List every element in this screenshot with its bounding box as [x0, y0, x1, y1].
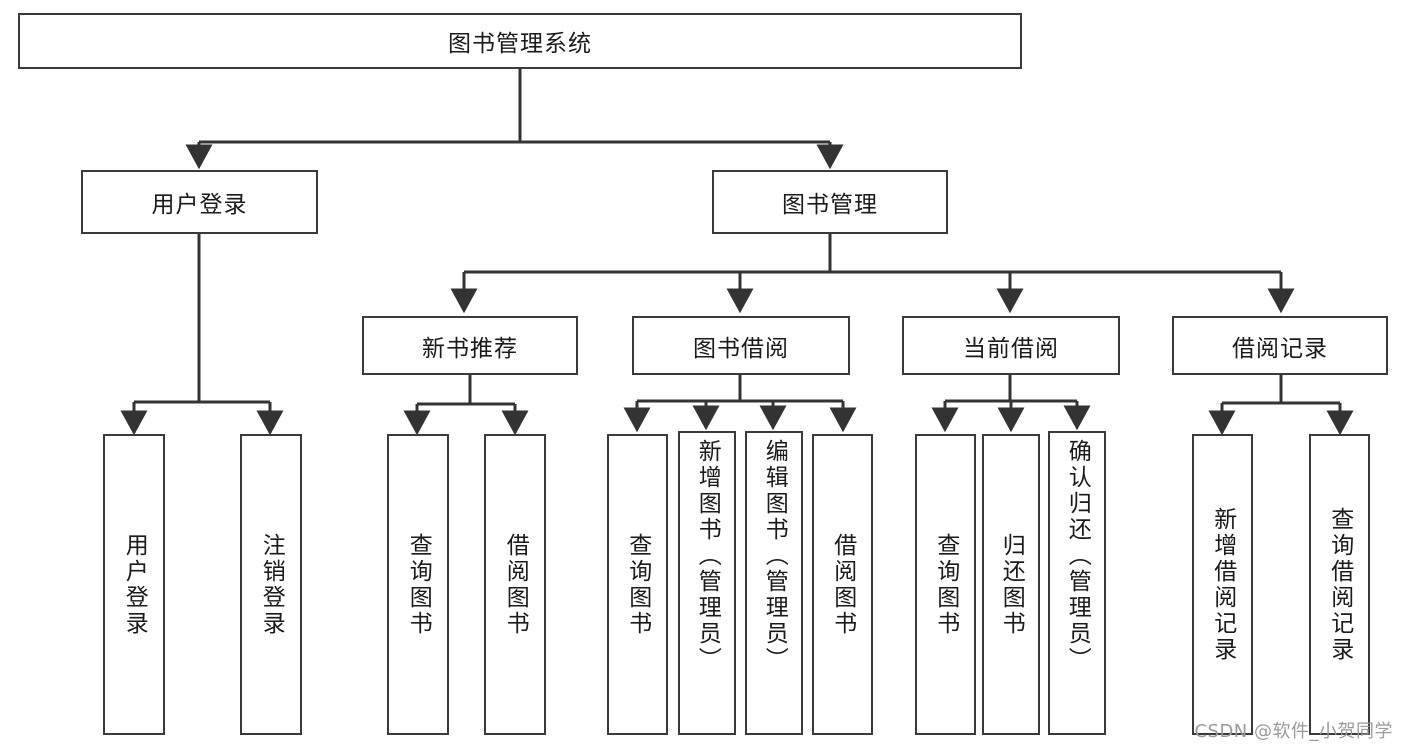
leaf-query-borrow-record-label: 查询借阅记录 — [1326, 506, 1353, 663]
leaf-add-borrow-record[interactable]: 新增借阅记录 — [1192, 434, 1253, 735]
node-borrow-record-label: 借阅记录 — [1232, 335, 1328, 362]
leaf-return-book-label: 归还图书 — [998, 532, 1025, 637]
leaf-query-book-current[interactable]: 查询图书 — [915, 434, 976, 735]
leaf-query-book-recommend-label: 查询图书 — [405, 532, 432, 637]
leaf-logout-login-label: 注销登录 — [258, 532, 285, 637]
leaf-return-book[interactable]: 归还图书 — [982, 434, 1040, 735]
leaf-query-book-borrow[interactable]: 查询图书 — [607, 434, 668, 735]
leaf-query-borrow-record[interactable]: 查询借阅记录 — [1309, 434, 1370, 735]
node-user-login[interactable]: 用户登录 — [81, 170, 318, 234]
leaf-confirm-return-admin[interactable]: 确认归还（管理员） — [1048, 431, 1106, 735]
leaf-user-login-label: 用户登录 — [121, 532, 148, 637]
leaf-add-borrow-record-label: 新增借阅记录 — [1209, 506, 1236, 663]
node-book-manage-label: 图书管理 — [782, 192, 878, 218]
leaf-query-book-recommend[interactable]: 查询图书 — [387, 434, 449, 735]
node-current-borrow[interactable]: 当前借阅 — [902, 316, 1120, 375]
node-current-borrow-label: 当前借阅 — [963, 335, 1059, 362]
leaf-add-book-admin-label: 新增图书（管理员） — [694, 439, 721, 673]
leaf-user-login[interactable]: 用户登录 — [103, 434, 165, 735]
node-book-borrow[interactable]: 图书借阅 — [632, 316, 850, 375]
node-new-book-recommend-label: 新书推荐 — [422, 335, 518, 362]
node-root-label: 图书管理系统 — [448, 31, 592, 57]
leaf-query-book-borrow-label: 查询图书 — [624, 532, 651, 637]
csdn-watermark: CSDN @软件_小贺同学 — [1194, 721, 1393, 742]
node-user-login-label: 用户登录 — [151, 192, 248, 218]
node-root-system[interactable]: 图书管理系统 — [18, 13, 1022, 69]
node-borrow-record[interactable]: 借阅记录 — [1172, 316, 1388, 375]
leaf-borrow-book-borrow-label: 借阅图书 — [829, 532, 856, 637]
leaf-edit-book-admin[interactable]: 编辑图书（管理员） — [745, 431, 803, 735]
leaf-logout-login[interactable]: 注销登录 — [240, 434, 302, 735]
leaf-add-book-admin[interactable]: 新增图书（管理员） — [678, 431, 736, 735]
node-book-manage[interactable]: 图书管理 — [712, 170, 948, 234]
leaf-edit-book-admin-label: 编辑图书（管理员） — [761, 439, 788, 673]
leaf-borrow-book-recommend-label: 借阅图书 — [502, 532, 529, 637]
node-new-book-recommend[interactable]: 新书推荐 — [362, 316, 578, 375]
node-book-borrow-label: 图书借阅 — [693, 335, 789, 362]
leaf-confirm-return-admin-label: 确认归还（管理员） — [1064, 439, 1091, 673]
leaf-borrow-book-recommend[interactable]: 借阅图书 — [484, 434, 546, 735]
leaf-query-book-current-label: 查询图书 — [932, 532, 959, 637]
leaf-borrow-book-borrow[interactable]: 借阅图书 — [812, 434, 873, 735]
